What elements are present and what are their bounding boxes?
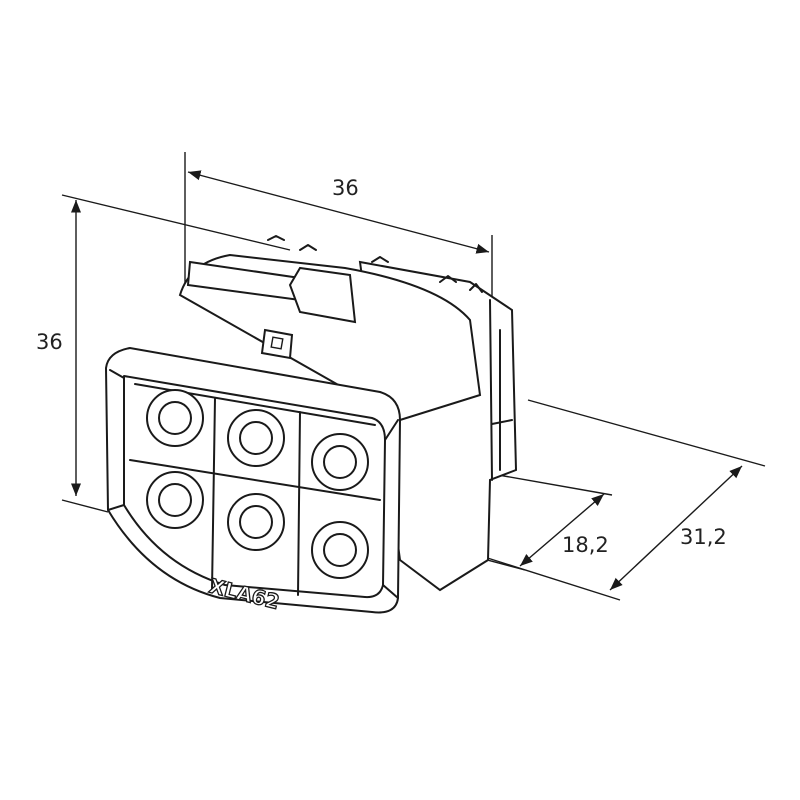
socket <box>227 409 285 467</box>
socket-array <box>146 389 369 579</box>
socket <box>146 389 204 447</box>
socket <box>311 521 369 579</box>
socket <box>146 471 204 529</box>
dimension-left <box>61 194 291 513</box>
socket <box>227 493 285 551</box>
dimension-label-depth-outer: 31,2 <box>680 525 727 549</box>
dimension-depth-outer <box>477 399 766 601</box>
dimension-top <box>184 152 493 300</box>
dimension-label-top: 36 <box>332 176 359 200</box>
socket <box>311 433 369 491</box>
dimension-label-depth-inner: 18,2 <box>562 533 609 557</box>
dimension-label-left: 36 <box>36 330 63 354</box>
